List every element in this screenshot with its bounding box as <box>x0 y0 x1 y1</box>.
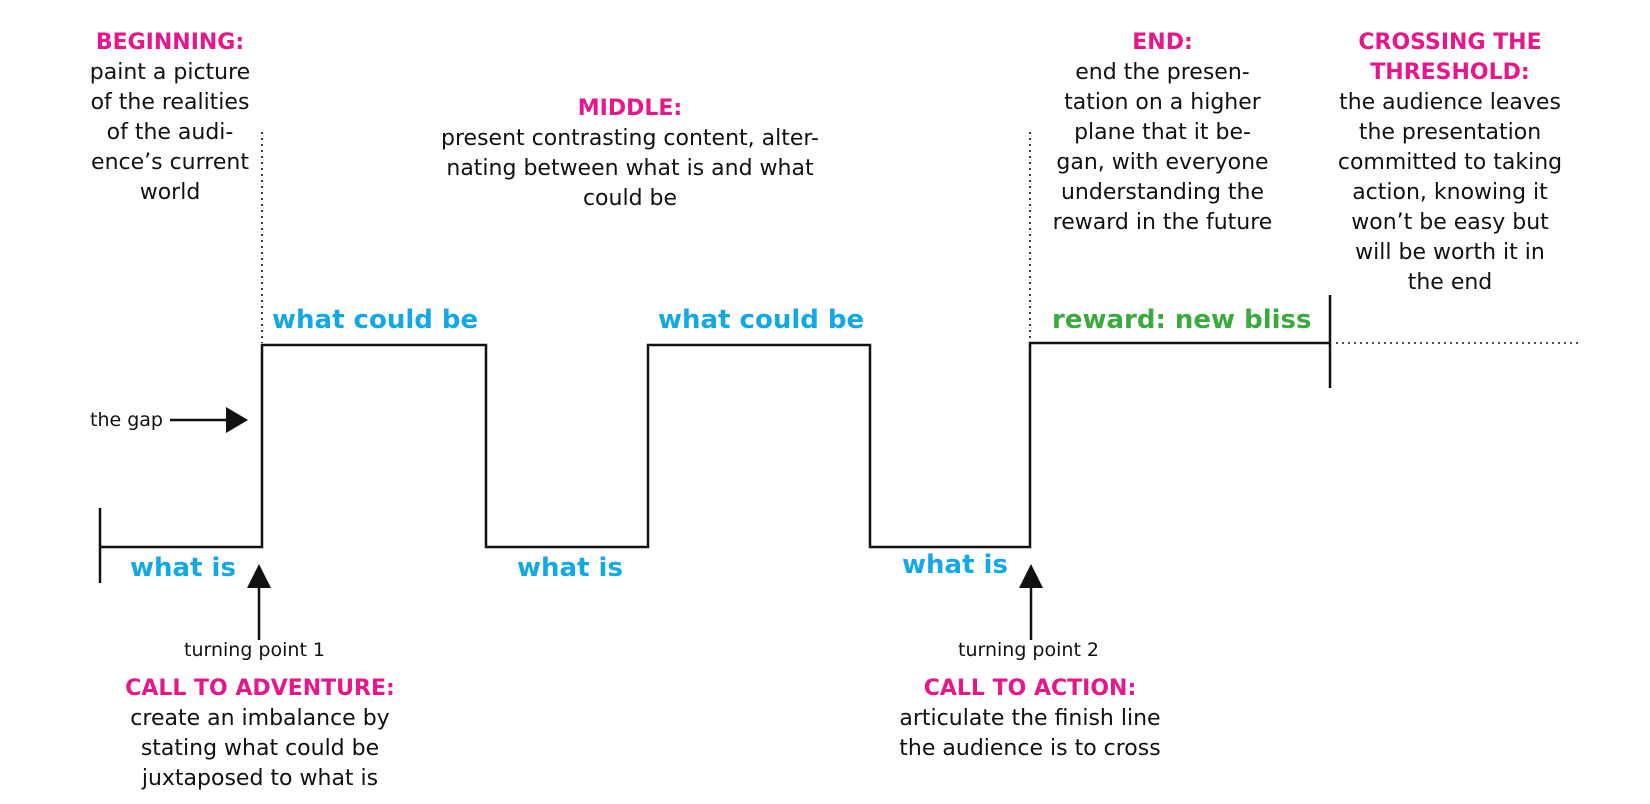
beginning-heading: BEGINNING: <box>95 30 245 55</box>
beginning-text: paint a picture of the realities of the … <box>60 58 280 208</box>
reward-label: reward: new bliss <box>1052 305 1312 335</box>
call-to-action-heading: CALL TO ACTION: <box>923 676 1137 701</box>
end-text: end the presen- tation on a higher plane… <box>1030 58 1295 238</box>
end-line: plane that it be- <box>1074 120 1251 145</box>
call-to-action-line: articulate the finish line <box>899 706 1161 731</box>
step-line <box>100 341 1330 549</box>
crossing-line: the presentation <box>1358 120 1542 145</box>
turning-point-2-arrow-head <box>1019 564 1043 588</box>
what-could-be-label-2: what could be <box>658 305 865 335</box>
what-could-be-label-1: what could be <box>272 305 479 335</box>
what-is-label-3: what is <box>902 550 1008 580</box>
end-line: understanding the <box>1060 180 1265 205</box>
call-to-adventure-line: juxtaposed to what is <box>141 766 379 791</box>
beginning-line: ence’s current <box>91 150 249 175</box>
crossing-heading: CROSSING THE THRESHOLD: <box>1315 28 1585 88</box>
call-to-adventure-line: stating what could be <box>140 736 380 761</box>
gap-arrow-head <box>226 407 248 433</box>
call-to-action-text: articulate the finish line the audience … <box>865 704 1195 764</box>
what-is-label-2: what is <box>517 553 623 583</box>
call-to-adventure-line: create an imbalance by <box>130 706 390 731</box>
end-line: end the presen- <box>1075 60 1250 85</box>
crossing-line: action, knowing it <box>1352 180 1548 205</box>
crossing-line: committed to taking <box>1337 150 1563 175</box>
end-line: tation on a higher <box>1064 90 1261 115</box>
end-line: reward in the future <box>1052 210 1273 235</box>
middle-line: present contrasting content, alter- <box>441 126 819 151</box>
crossing-heading-line: THRESHOLD: <box>1370 60 1530 85</box>
call-to-adventure-heading: CALL TO ADVENTURE: <box>125 676 395 701</box>
the-gap-label: the gap <box>90 409 163 431</box>
middle-line: could be <box>582 186 678 211</box>
call-to-adventure-text: create an imbalance by stating what coul… <box>95 704 425 794</box>
turning-point-1-arrow-head <box>247 564 271 588</box>
end-line: gan, with everyone <box>1056 150 1269 175</box>
crossing-heading-line: CROSSING THE <box>1358 30 1542 55</box>
what-is-label-1: what is <box>130 553 236 583</box>
crossing-line: the end <box>1407 270 1493 295</box>
call-to-action-line: the audience is to cross <box>899 736 1161 761</box>
end-heading: END: <box>1132 30 1193 55</box>
beginning-line: world <box>139 180 201 205</box>
turning-point-2-label: turning point 2 <box>958 639 1100 661</box>
crossing-line: won’t be easy but <box>1351 210 1549 235</box>
middle-heading: MIDDLE: <box>577 96 683 121</box>
turning-point-1-label: turning point 1 <box>184 639 326 661</box>
beginning-line: of the realities <box>90 90 250 115</box>
crossing-text: the audience leaves the presentation com… <box>1315 88 1585 298</box>
middle-text: present contrasting content, alter- nati… <box>380 124 880 214</box>
beginning-line: paint a picture <box>89 60 251 85</box>
beginning-line: of the audi- <box>106 120 234 145</box>
crossing-line: the audience leaves <box>1339 90 1561 115</box>
middle-line: nating between what is and what <box>446 156 814 181</box>
crossing-line: will be worth it in <box>1355 240 1545 265</box>
